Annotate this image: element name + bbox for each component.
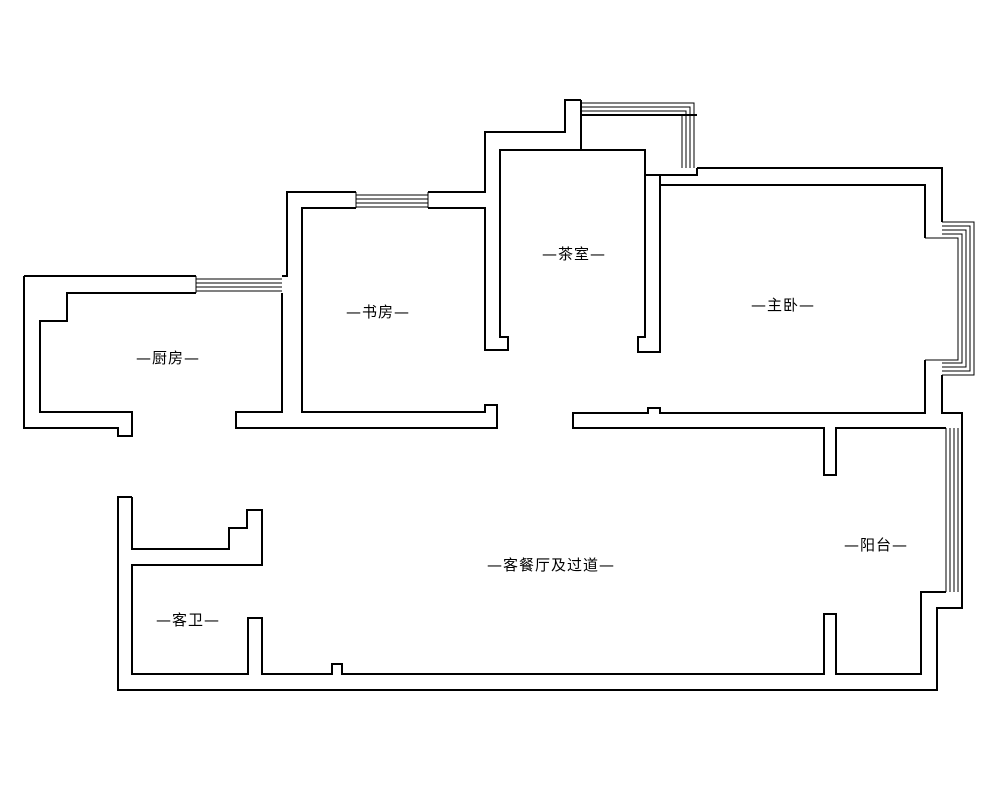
wall-tea-room-top [564, 100, 698, 185]
wall-guest-wc [131, 497, 946, 675]
room-label-balcony: —阳台— [844, 536, 908, 554]
window-balcony [945, 428, 959, 592]
room-label-guest-wc: —客卫— [156, 611, 220, 629]
wall-kitchen-study [235, 149, 946, 476]
window-master-bay [925, 221, 975, 376]
room-label-master: —主卧— [751, 296, 815, 314]
room-label-kitchen: —厨房— [136, 349, 200, 367]
room-label-living: —客餐厅及过道— [487, 556, 615, 574]
room-label-study: —书房— [346, 303, 410, 321]
outer-wall [23, 99, 963, 691]
window-study [355, 192, 429, 208]
room-label-tea-room: —茶室— [542, 245, 606, 263]
window-tea-room-bay [581, 102, 695, 168]
window-kitchen [195, 276, 282, 293]
